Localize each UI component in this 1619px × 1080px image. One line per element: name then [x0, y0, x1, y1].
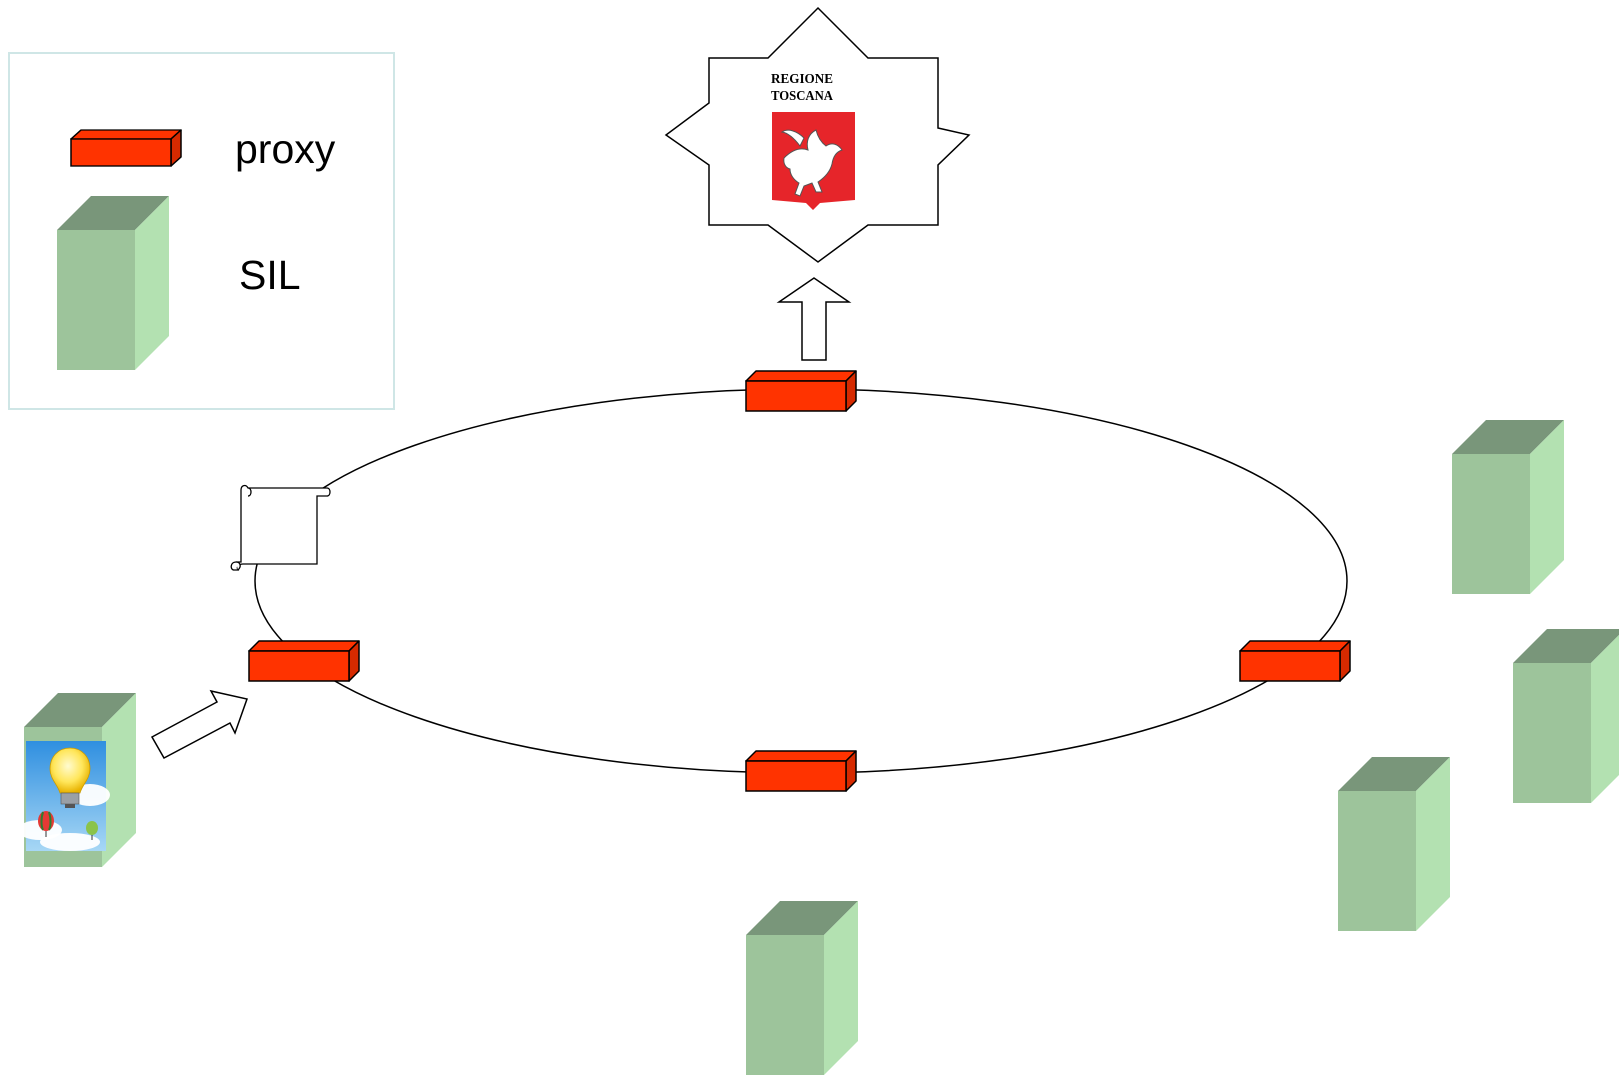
legend-proxy-swatch — [70, 129, 182, 167]
proxy-top — [745, 370, 857, 412]
proxy-bottom — [745, 750, 857, 792]
legend-sil-swatch — [57, 196, 169, 370]
block-arrow-up-icon — [776, 277, 852, 361]
lightbulb-balloons-icon — [18, 741, 110, 851]
proxy-left — [248, 640, 360, 682]
star-emblem-icon: REGIONE TOSCANA — [664, 6, 971, 263]
logo-line-1: REGIONE — [771, 72, 833, 87]
sil-bottom — [746, 901, 858, 1075]
sil-right-lower — [1338, 757, 1450, 931]
block-arrow-diagonal-icon — [150, 689, 248, 760]
legend-proxy-label: proxy — [235, 126, 336, 172]
logo-line-2: TOSCANA — [771, 89, 834, 104]
legend: proxy SIL — [8, 52, 395, 410]
network-ring — [254, 388, 1348, 774]
regione-toscana-logo: REGIONE TOSCANA — [771, 72, 855, 210]
pegasus-icon — [780, 129, 843, 197]
proxy-right — [1239, 640, 1351, 682]
sil-right-top — [1452, 420, 1564, 594]
scroll-document-icon — [230, 484, 331, 571]
sil-right-far — [1513, 629, 1619, 803]
legend-sil-label: SIL — [239, 252, 301, 298]
